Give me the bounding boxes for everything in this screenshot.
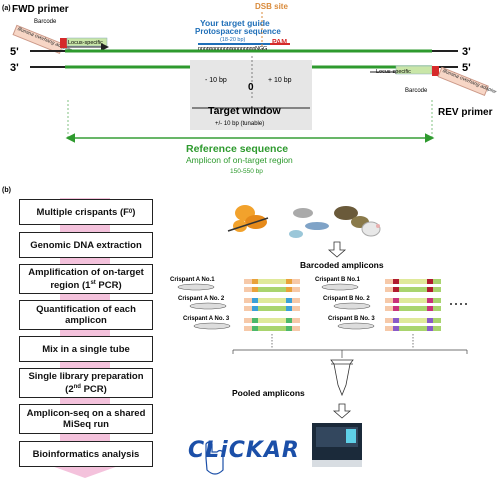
crispant-b1-label: Crispant B No.1: [315, 277, 361, 283]
step-6-text: Amplicon-seq on a shared MiSeq run: [26, 408, 146, 430]
amplicon-length: 150-550 bp: [230, 168, 263, 175]
panel-b-label: (b): [2, 187, 11, 194]
step-2-text: Amplification of on-target region (1: [28, 266, 144, 292]
fwd-barcode-block: [60, 38, 67, 48]
crispant-a1-label: Crispant A No.1: [170, 277, 215, 283]
organism-frog-icon: [334, 206, 358, 220]
bottom-3-label: 3': [10, 62, 19, 74]
organism-mouse-icon: [361, 221, 381, 237]
step-3-text: Quantification of each amplicon: [36, 304, 136, 326]
step-0-text: Multiple crispants (F: [36, 206, 129, 218]
rev-locus-label: Locus-specific: [376, 69, 411, 75]
fwd-locus-block: [66, 37, 108, 47]
rev-barcode-label: Barcode: [405, 88, 428, 94]
crispant-b2-label: Crispant B No. 2: [323, 296, 370, 302]
arrow-to-amplicons: [327, 241, 347, 258]
fish-icons: [177, 283, 375, 330]
crispant-b3-label: Crispant B No. 3: [328, 316, 375, 322]
minus-10-label: - 10 bp: [205, 77, 227, 84]
hand-cursor-icon: [205, 441, 224, 475]
pooling-connectors: [232, 334, 468, 358]
top-5-label: 5': [10, 46, 19, 58]
crispant-a3-label: Crispant A No. 3: [183, 316, 230, 322]
miseq-sequencer-icon: [312, 423, 362, 467]
organism-fish-icon: [293, 208, 313, 218]
plus-10-label: + 10 bp: [268, 77, 292, 84]
step-2-tail: PCR): [95, 280, 122, 292]
step-library-preparation: Single library preparation (2nd PCR): [19, 368, 153, 398]
pam-label: PAM: [272, 39, 287, 46]
step-genomic-dna-extraction: Genomic DNA extraction: [19, 232, 153, 258]
reference-sequence-label: Reference sequence: [186, 143, 288, 155]
top-3-label: 3': [462, 46, 471, 58]
step-0-tail: ): [132, 206, 136, 218]
step-7-text: Bioinformatics analysis: [32, 448, 140, 460]
arrow-to-sequencer: [332, 403, 352, 419]
step-mix-single-tube: Mix in a single tube: [19, 336, 153, 362]
step-bioinformatics: Bioinformatics analysis: [19, 441, 153, 467]
step-5-tail: PCR): [80, 384, 107, 396]
step-4-text: Mix in a single tube: [42, 343, 130, 355]
target-zero: 0: [248, 82, 254, 93]
fwd-primer-label: FWD primer: [12, 4, 69, 15]
organisms-illustration: [227, 205, 381, 238]
pooled-amplicons-label: Pooled amplicons: [232, 388, 305, 398]
step-amplification: Amplification of on-target region (1st P…: [19, 264, 153, 294]
step-2-sup: st: [90, 279, 96, 286]
panel-a-label: (a): [2, 5, 11, 12]
step-5-sup: nd: [73, 383, 81, 390]
step-5-text: Single library preparation (2: [28, 370, 144, 396]
target-guide-label: Your target guide: [200, 18, 270, 28]
step-amplicon-seq: Amplicon-seq on a shared MiSeq run: [19, 404, 153, 434]
rev-barcode-block: [432, 66, 439, 76]
dsb-site-label: DSB site: [255, 2, 288, 11]
crispant-a2-label: Crispant A No. 2: [178, 296, 225, 302]
fwd-barcode-label: Barcode: [34, 19, 57, 25]
amplicon-bars-a: [244, 279, 300, 331]
barcoded-amplicons-label: Barcoded amplicons: [300, 260, 384, 270]
step-1-text: Genomic DNA extraction: [30, 239, 142, 251]
target-window-label: Target window: [208, 105, 282, 117]
rev-primer-label: REV primer: [438, 107, 493, 118]
bottom-5-label: 5': [462, 62, 471, 74]
amplicon-bars-b: [385, 279, 441, 331]
amplicon-label: Amplicon of on-target region: [186, 155, 293, 165]
pooled-tube-icon: [330, 359, 354, 397]
more-crispants-ellipsis: [450, 303, 467, 305]
step-quantification: Quantification of each amplicon: [19, 300, 153, 330]
protospacer-label: Protospacer sequence: [195, 27, 281, 36]
fwd-locus-label: Locus-specific: [68, 40, 103, 46]
protospacer-sequence: nnnnnnnnnnnnnnnnnnnnNGG: [198, 46, 267, 52]
clickar-logo: CLiCKAR: [188, 438, 300, 463]
target-window-sub: +/- 10 bp (tunable): [215, 121, 264, 127]
step-0-sub: 0: [128, 208, 133, 215]
protospacer-length: (18-20 bp): [220, 37, 246, 43]
target-window-box: [190, 60, 312, 130]
